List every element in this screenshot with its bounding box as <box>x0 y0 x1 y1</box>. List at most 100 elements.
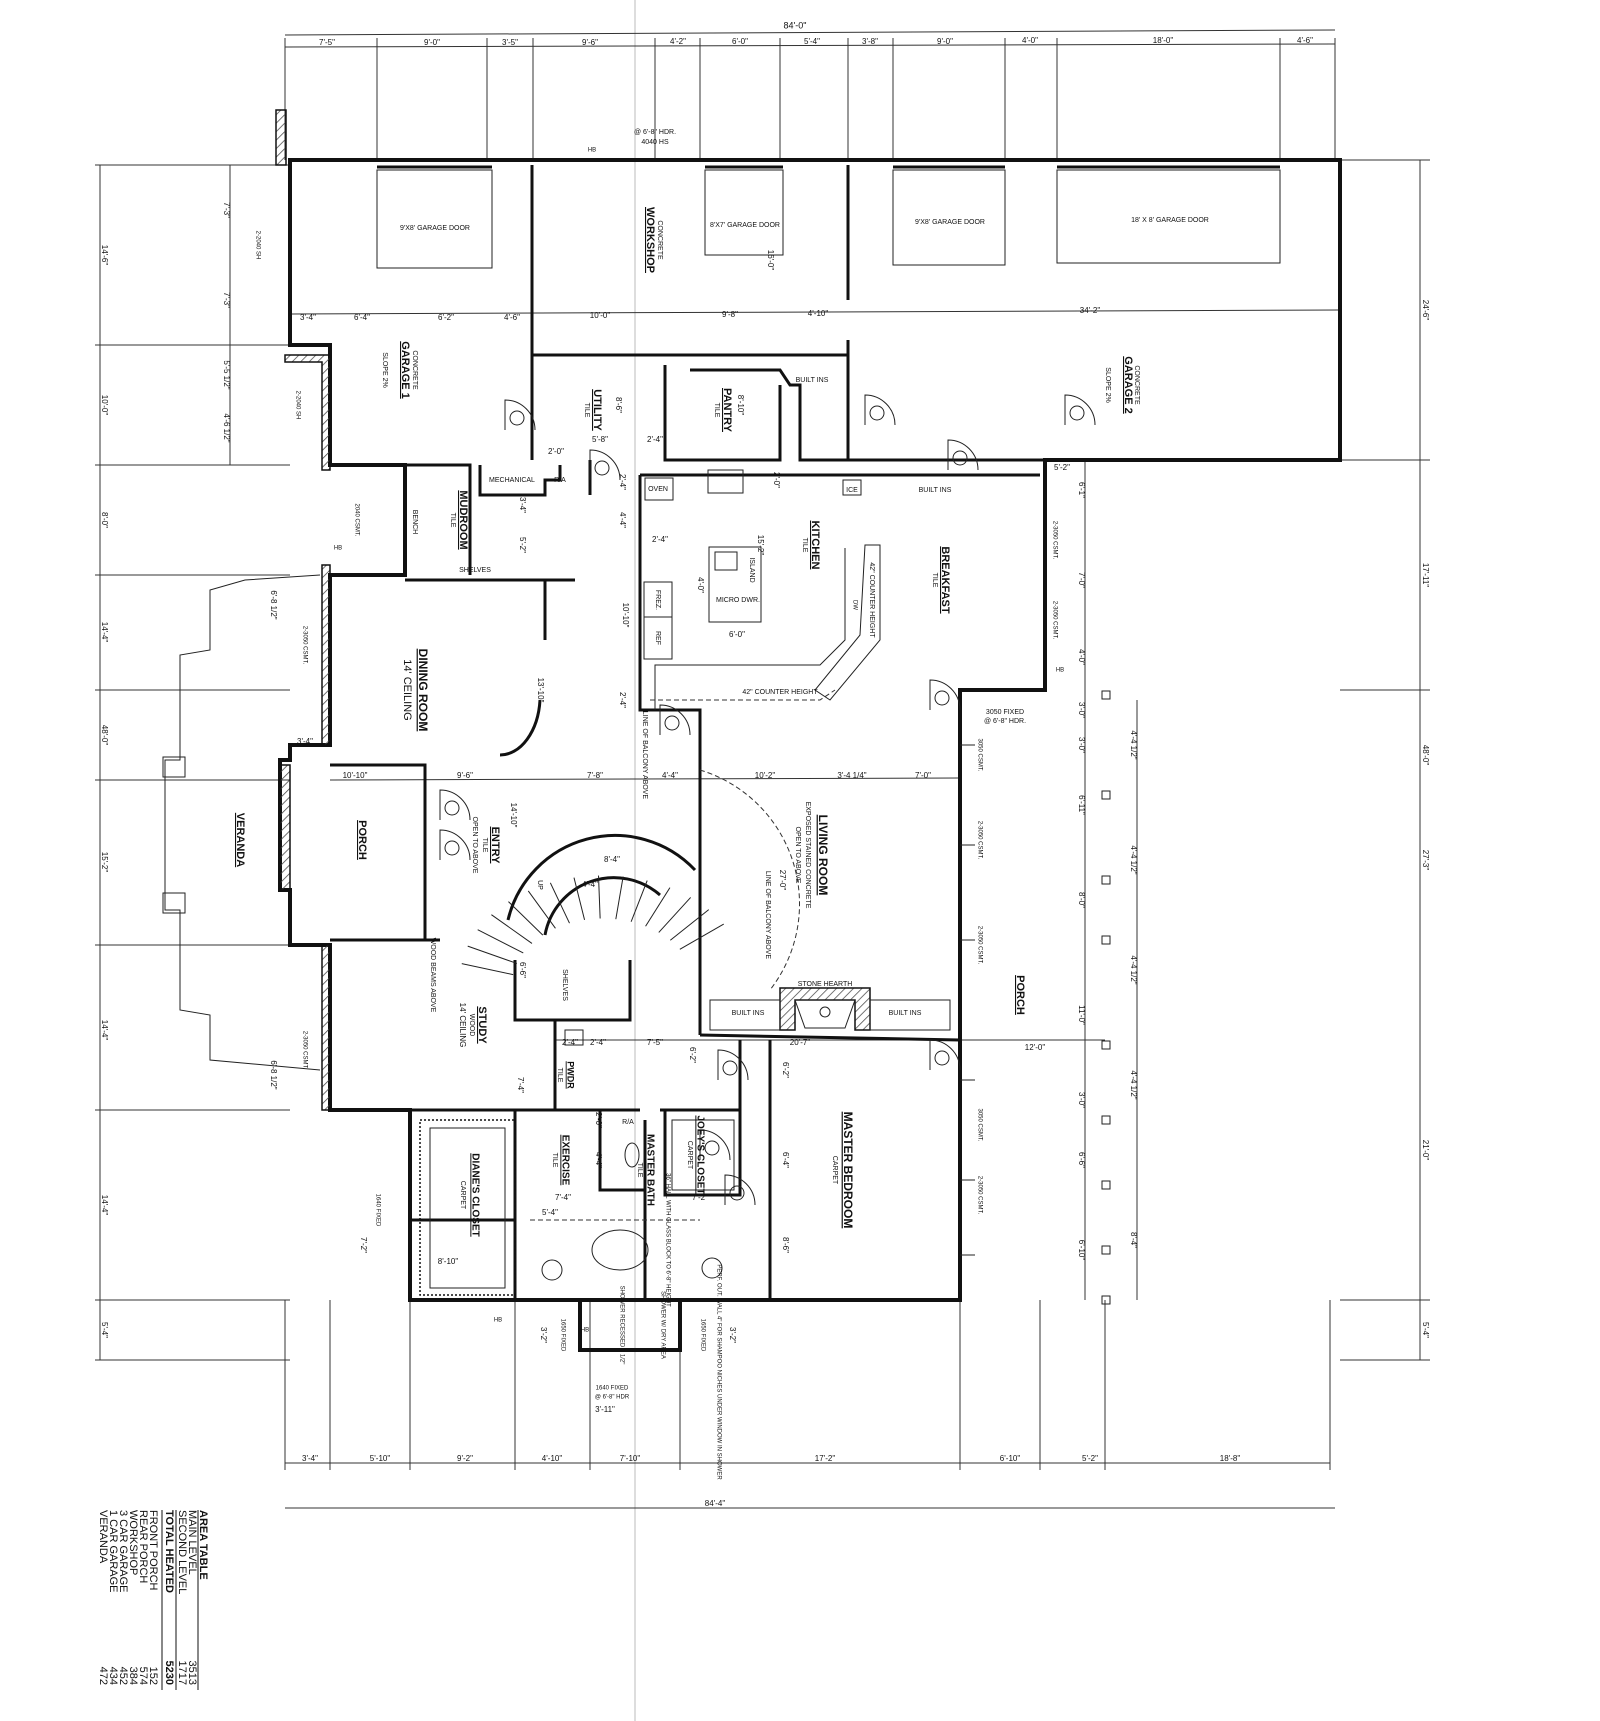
left-dims-a8-label: 14'-4" <box>100 1195 109 1216</box>
notes-win-fixed1b-label: @ 6'-8" HDR. <box>984 718 1026 725</box>
right-dims-t2-label: 4'-4 1/2" <box>1129 845 1138 874</box>
notes-up-label: UP <box>536 880 543 890</box>
notes-balcony1-label: LINE OF BALCONY ABOVE <box>641 711 648 800</box>
notes-hb5-label: HB <box>581 1328 589 1334</box>
interior-walls <box>330 165 1045 1300</box>
rooms-master-bedroom-sub-label: CARPET <box>831 1156 838 1185</box>
notes-win-fixed1-label: 3050 FIXED <box>986 709 1024 716</box>
right-dims-s10-label: 6'-6" <box>1077 1152 1086 1168</box>
kitchen-fixtures <box>643 469 881 710</box>
right-dims-s9-label: 3'-0" <box>1077 1092 1086 1108</box>
notes-win-b2-label: 1650 FIXED <box>699 1319 705 1352</box>
rooms-living-sub-label: EXPOSED STAINED CONCRETE <box>804 802 811 909</box>
area-table-label: REAR PORCH <box>137 1510 149 1583</box>
notes-ice-label: ICE <box>846 487 858 494</box>
interior-dims-m9-label: 6'-4" <box>781 1152 790 1168</box>
rooms-master-bedroom-label: MASTER BEDROOM <box>841 1112 855 1229</box>
interior-dims-m16-label: 5'-4" <box>542 1208 558 1217</box>
notes-balcony2-label: LINE OF BALCONY ABOVE <box>764 871 771 960</box>
rooms-porch-front-label: PORCH <box>356 820 368 860</box>
top-dims-d1-label: 7'-5" <box>319 38 335 47</box>
top-dims-d5-label: 4'-2" <box>670 37 686 46</box>
top-dims-d2-label: 9'-0" <box>424 38 440 47</box>
notes-win-l2-label: 2-2040 SH <box>294 391 300 420</box>
interior-dims-m7-label: 6'-2" <box>688 1047 697 1063</box>
left-dims-a1-label: 14'-6" <box>100 245 109 266</box>
left-dims-a6-label: 15'-2" <box>100 852 109 873</box>
notes-hdr-top2-label: 4040 HS <box>641 139 669 146</box>
rooms-kitchen-label: KITCHEN <box>809 521 821 570</box>
rooms-joeys-closet-sub-label: CARPET <box>686 1141 693 1170</box>
notes-ref-label: REF <box>654 631 661 645</box>
rooms-garage1-slope-label: SLOPE 2% <box>381 352 388 387</box>
rooms-master-bath-sub-label: TILE <box>636 1163 643 1178</box>
rooms-powder-sub-label: TILE <box>556 1068 563 1083</box>
left-dims-a3-label: 8'-0" <box>100 512 109 528</box>
rooms-kitchen-sub-label: TILE <box>801 538 808 553</box>
right-dims-s11-label: 6'-10" <box>1077 1240 1086 1261</box>
interior-dims-m4-label: 2'-4" <box>562 1038 578 1047</box>
notes-win-r6-label: 3050 CSMT. <box>976 1108 982 1141</box>
right-dims-r5-label: 21'-0" <box>1421 1140 1430 1161</box>
interior-dims-k14-label: 8'-10" <box>736 395 745 416</box>
rooms-entry-label: ENTRY <box>489 827 501 865</box>
interior-dims-m2-label: 20'-7" <box>790 1038 811 1047</box>
bath-fixtures <box>541 1029 723 1281</box>
rooms-mudroom-label: MUDROOM <box>457 490 469 549</box>
interior-dims-g5-label: 10'-0" <box>590 311 611 320</box>
notes-win-l4-label: 2-3050 CSMT. <box>301 626 307 665</box>
rooms-garage2-label: GARAGE 2 <box>1122 356 1134 413</box>
notes-gd1-label: 9'X8' GARAGE DOOR <box>400 225 470 232</box>
interior-dims-l2-label: 14'-10" <box>509 803 518 828</box>
top-dims-d9-label: 9'-0" <box>937 37 953 46</box>
notes-niche-label: PERF. OUT. WALL 4" FOR SHAMPOO NICHES UN… <box>715 1264 721 1480</box>
right-dims-r1-label: 24'-6" <box>1421 300 1430 321</box>
interior-dims-m11-label: 2'-0" <box>594 1112 603 1128</box>
interior-dims-m10-label: 8'-6" <box>781 1237 790 1253</box>
right-dims-r4-label: 27'-3" <box>1421 850 1430 871</box>
notes-hdr-top-label: @ 6'-8" HDR. <box>634 129 676 136</box>
notes-shelves2-label: SHELVES <box>561 969 568 1001</box>
left-dims-c3-label: 6'-8 1/2" <box>269 1060 278 1089</box>
notes-oven-label: OVEN <box>648 486 668 493</box>
rooms-garage1-sub-label: CONCRETE <box>411 350 418 390</box>
rooms-study-label: STUDY <box>476 1006 488 1044</box>
rooms-garage2-slope-label: SLOPE 2% <box>1104 367 1111 402</box>
left-dims-b2-label: 7'-3" <box>222 292 231 308</box>
rooms-joeys-closet-label: JOEY'S CLOSET <box>694 1115 705 1194</box>
notes-hb1-label: HB <box>588 148 596 154</box>
rooms-utility-label: UTILITY <box>591 389 603 431</box>
right-dims-t5-label: 8'-4" <box>1129 1232 1138 1248</box>
interior-dims-e7-label: 7'-0" <box>915 771 931 780</box>
interior-dims-k4-label: 6'-0" <box>729 630 745 639</box>
left-dims-a7-label: 14'-4" <box>100 1020 109 1041</box>
area-table-label: TOTAL HEATED <box>163 1510 175 1593</box>
right-dims-s3-label: 4'-0" <box>1077 649 1086 665</box>
left-dims-a4-label: 14'-4" <box>100 622 109 643</box>
door-swings <box>439 394 1096 1206</box>
rooms-master-bath-label: MASTER BATH <box>644 1134 655 1206</box>
rooms-dianes-closet-label: DIANE'S CLOSET <box>469 1153 480 1237</box>
interior-dims-m12-label: 4'-4" <box>594 1152 603 1168</box>
top-dims-d6-label: 6'-0" <box>732 37 748 46</box>
left-dims-a2-label: 10'-0" <box>100 395 109 416</box>
interior-dims-k15-label: 3'-4" <box>518 497 527 513</box>
interior-dims-l3-label: 27'-0" <box>778 870 787 891</box>
interior-dims-k7-label: 2'-4" <box>618 474 627 490</box>
garage-doors <box>376 165 1281 269</box>
right-dims-s8-label: 11'-0" <box>1077 1005 1086 1025</box>
bottom-dims-d7-label: 6'-10" <box>1000 1454 1021 1463</box>
bottom-dims-d6-label: 17'-2" <box>815 1454 836 1463</box>
top-dims-overall-label: 84'-0" <box>784 20 807 30</box>
top-dims-d7-label: 5'-4" <box>804 37 820 46</box>
notes-win-r1-label: 2-3050 CSMT. <box>1051 521 1057 560</box>
interior-dims-g2-label: 6'-4" <box>354 313 370 322</box>
rooms-garage2-sub-label: CONCRETE <box>1133 365 1140 405</box>
area-table-value: 1717 <box>176 1661 188 1685</box>
interior-dims-m14-label: 7'-2" <box>692 1193 708 1202</box>
right-dims-s2-label: 7'-0" <box>1077 572 1086 588</box>
interior-dims-m18-label: 3'-2" <box>728 1327 737 1343</box>
top-dims-d3-label: 3'-5" <box>502 38 518 47</box>
notes-win-r5-label: 2-3050 CSMT. <box>976 926 982 965</box>
